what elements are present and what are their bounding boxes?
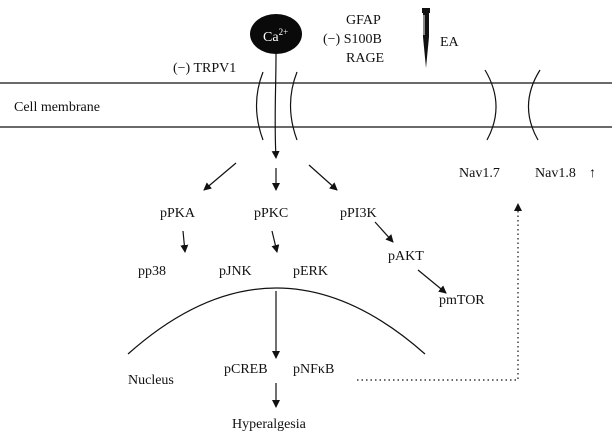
- pmtor-label: pmTOR: [439, 293, 485, 308]
- acupuncture-needle-icon: [422, 8, 430, 68]
- cell-membrane-label: Cell membrane: [14, 100, 100, 115]
- dotted-arrow-to-nav-channels: [357, 203, 522, 381]
- s100b-label: (−) S100B: [323, 32, 382, 47]
- calcium-ion-label: Ca2+: [263, 27, 288, 45]
- trpv1-channel-right-wall: [289, 71, 298, 141]
- nav-channel-left-wall: [484, 69, 497, 141]
- pjnk-label: pJNK: [219, 264, 252, 279]
- nucleus-envelope: [127, 287, 426, 355]
- calcium-influx-arrow: [271, 53, 280, 159]
- hyperalgesia-label: Hyperalgesia: [232, 417, 307, 432]
- arrow-to-ppi3k: [308, 164, 338, 191]
- arrow-ppi3k-to-pakt: [374, 221, 394, 243]
- pcreb-label: pCREB: [224, 362, 268, 377]
- arrow-pakt-to-pmtor: [417, 269, 447, 294]
- nav-channel-right-wall: [527, 69, 541, 141]
- rage-label: RAGE: [346, 51, 384, 66]
- pp38-label: pp38: [138, 264, 166, 279]
- nucleus-label: Nucleus: [128, 373, 174, 388]
- arrow-ppka-to-pp38: [180, 230, 189, 253]
- nav17-label: Nav1.7: [459, 166, 500, 181]
- ppkc-label: pPKC: [254, 206, 288, 221]
- ppka-label: pPKA: [160, 206, 196, 221]
- arrow-to-ppka: [203, 162, 237, 191]
- gfap-label: GFAP: [346, 13, 381, 28]
- calcium-ion: [250, 14, 302, 54]
- trpv1-channel-left-wall: [255, 71, 264, 141]
- ppi3k-label: pPI3K: [340, 206, 377, 221]
- nav18-upregulation-arrow: ↑: [589, 166, 596, 181]
- pakt-label: pAKT: [388, 249, 424, 264]
- ea-label: EA: [440, 35, 460, 50]
- trpv1-label: (−) TRPV1: [173, 61, 236, 76]
- perk-label: pERK: [293, 264, 328, 279]
- arrow-ppkc-to-mapk: [271, 230, 280, 253]
- pnfkb-label: pNFκB: [293, 362, 334, 377]
- nav18-label: Nav1.8: [535, 166, 576, 181]
